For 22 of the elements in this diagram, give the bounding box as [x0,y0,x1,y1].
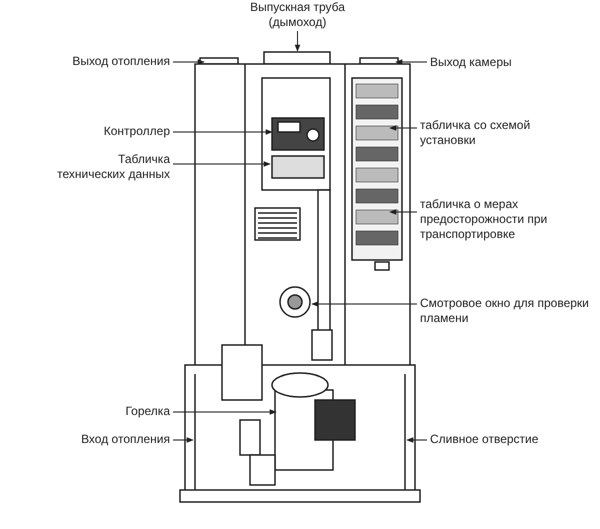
leader-line [389,125,418,131]
leader-line [172,409,277,415]
callout-label: табличка со схемой установки [420,118,580,148]
leader-line [389,209,418,215]
leader-line [406,437,428,443]
callout-label: табличка о мерах предосторожности при транспортировке [420,197,595,242]
callout-label: Выход камеры [430,55,550,70]
callout-label: Выход отопления [30,54,170,69]
callout-label: Горелка [80,404,170,419]
callout-label: Вход отопления [30,432,170,447]
leader-line [172,437,194,443]
callout-label: Табличка технических данных [50,152,170,182]
leader-line [172,59,205,65]
callout-label: Выпускная труба (дымоход) [225,0,370,30]
leader-line [172,129,273,135]
leader-line [172,161,271,167]
callout-label: Контроллер [60,124,170,139]
leader-line [311,301,418,307]
leader-line [294,30,300,52]
callout-label: Сливное отверстие [430,432,580,447]
callout-label: Смотровое окно для проверки пламени [420,296,595,326]
leader-line [395,59,428,65]
